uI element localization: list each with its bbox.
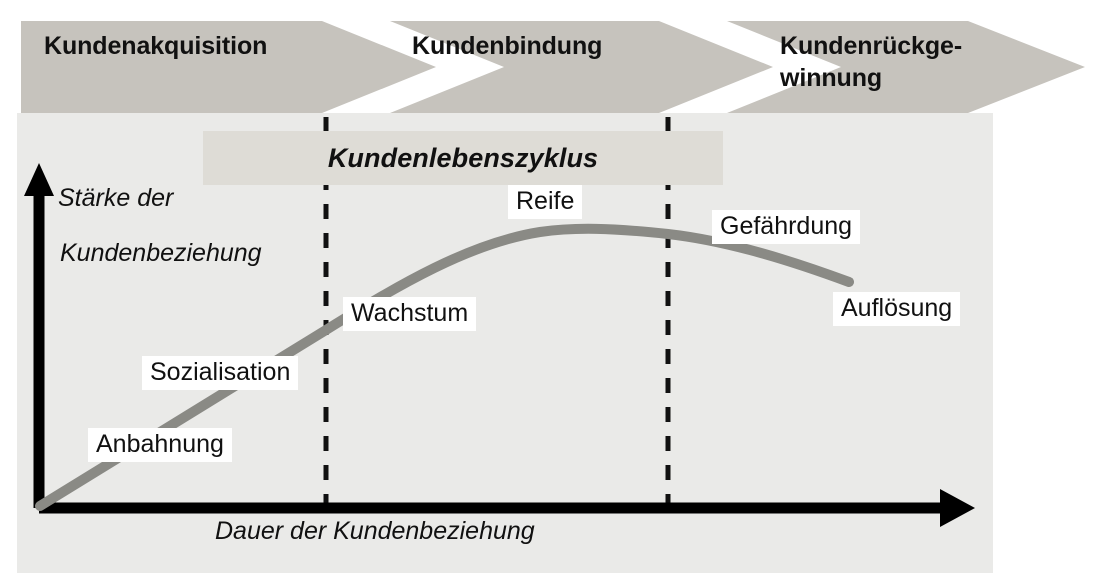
stage-label-gefaehrdung: Gefährdung bbox=[712, 210, 861, 245]
phase-label-kundenakquisition: Kundenakquisition bbox=[44, 32, 268, 60]
stage-label-sozialisation: Sozialisation bbox=[142, 356, 299, 391]
phase-arrow-akquisition bbox=[21, 21, 436, 113]
x-axis-arrowhead-icon bbox=[940, 489, 975, 527]
phase-label-kundenbindung: Kundenbindung bbox=[412, 32, 603, 60]
stage-label-anbahnung: Anbahnung bbox=[88, 428, 232, 463]
y-axis-title-line1: Stärke der bbox=[58, 184, 174, 212]
chart-panel bbox=[17, 113, 993, 573]
stage-label-aufloesung: Auflösung bbox=[833, 292, 961, 327]
cycle-title-text: Kundenlebenszyklus bbox=[327, 142, 599, 173]
cycle-title-plate: Kundenlebenszyklus bbox=[203, 131, 723, 185]
x-axis-title: Dauer der Kundenbeziehung bbox=[215, 517, 535, 545]
phase-arrows-svg bbox=[21, 21, 1085, 113]
stage-label-wachstum: Wachstum bbox=[343, 297, 477, 332]
y-axis-arrowhead-icon bbox=[24, 163, 54, 196]
phase-arrow-bindung bbox=[390, 21, 773, 113]
y-axis-title-line2: Kundenbeziehung bbox=[60, 239, 262, 267]
lifecycle-curve bbox=[35, 223, 854, 511]
phase-arrow-band: Kundenakquisition Kundenbindung Kundenrü… bbox=[0, 0, 1101, 120]
phase-arrow-rueckgewinnung bbox=[727, 21, 1085, 113]
stage-label-reife: Reife bbox=[508, 185, 583, 220]
phase-label-kundenrueckgewinnung: Kundenrückge- winnung bbox=[780, 32, 963, 92]
